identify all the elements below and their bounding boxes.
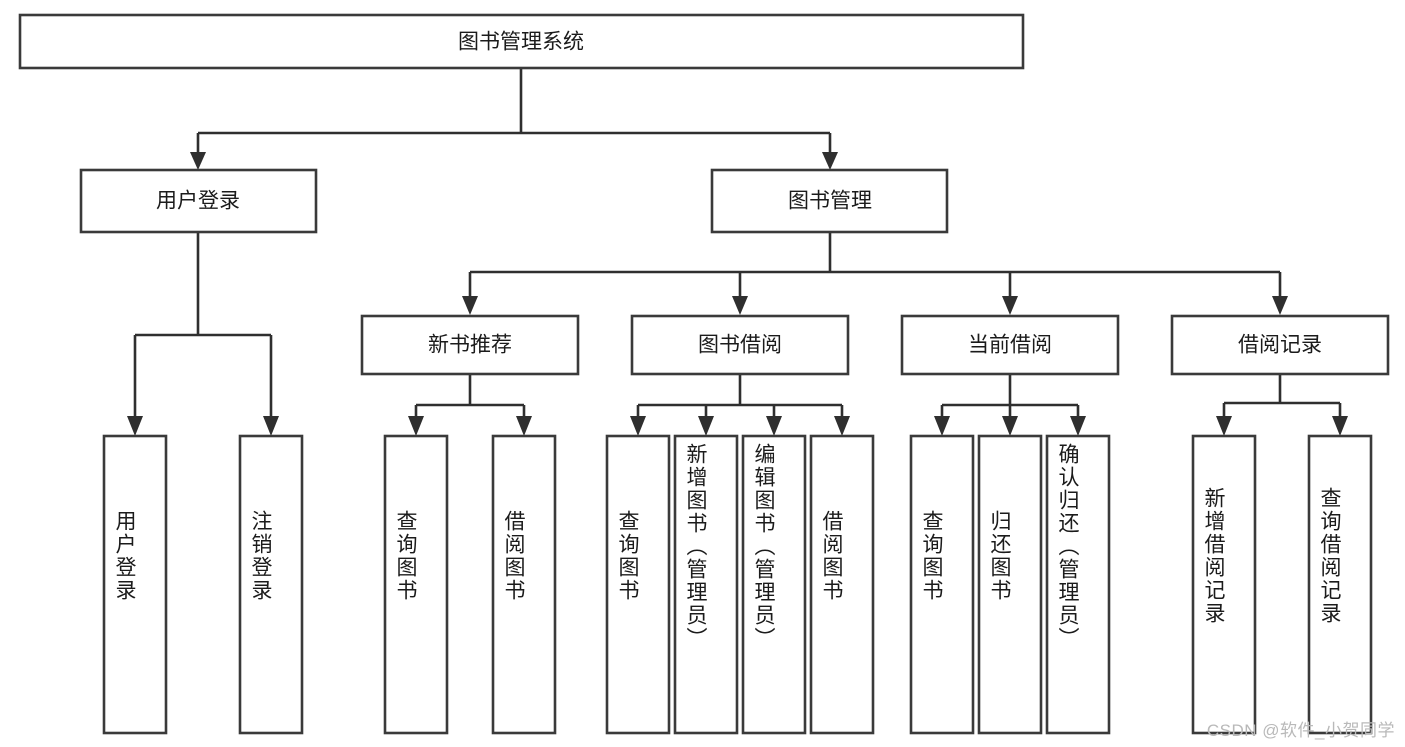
- node-root[interactable]: 图书管理系统: [18, 13, 1025, 70]
- node-leaf-borrow-book-box[interactable]: [809, 434, 875, 735]
- node-leaf-add-borrow-record-box[interactable]: [1191, 434, 1257, 735]
- node-leaf-borrow-book-rec-box[interactable]: [491, 434, 557, 735]
- node-leaf-user-login-box[interactable]: [102, 434, 168, 735]
- node-user-login-label: 用户登录: [156, 190, 240, 213]
- node-leaf-return-book-box[interactable]: [977, 434, 1043, 735]
- arrow-to-leaf-confirm-return: [1070, 416, 1086, 436]
- arrow-to-leaf-user-logout: [263, 416, 279, 436]
- node-new-book-recommend[interactable]: 新书推荐: [360, 314, 580, 376]
- arrow-to-leaf-return-book: [1002, 416, 1018, 436]
- connector-group-user-login: [127, 232, 279, 436]
- connector-group-new-book-recommend: [408, 374, 532, 436]
- node-new-book-recommend-box[interactable]: [360, 314, 580, 376]
- node-user-login[interactable]: 用户登录: [79, 168, 318, 234]
- connector-group-root: [190, 68, 838, 170]
- node-leaf-query-book-current-box[interactable]: [909, 434, 975, 735]
- arrow-to-leaf-user-login: [127, 416, 143, 436]
- node-leaf-query-borrow-record-box[interactable]: [1307, 434, 1373, 735]
- node-borrow-record[interactable]: 借阅记录: [1170, 314, 1390, 376]
- node-leaf-user-logout-box[interactable]: [238, 434, 304, 735]
- node-book-borrow[interactable]: 图书借阅: [630, 314, 850, 376]
- arrow-to-leaf-borrow-book-rec: [516, 416, 532, 436]
- node-current-borrow[interactable]: 当前借阅: [900, 314, 1120, 376]
- arrow-root-to-user-login: [190, 152, 206, 170]
- arrow-root-to-book-manage: [822, 152, 838, 170]
- connector-group-book-manage: [462, 232, 1288, 315]
- arrow-to-new-book-recommend: [462, 296, 478, 315]
- node-book-manage[interactable]: 图书管理: [710, 168, 949, 234]
- node-root-box[interactable]: [18, 13, 1025, 70]
- node-leaf-query-book-rec-box[interactable]: [383, 434, 449, 735]
- node-book-manage-box[interactable]: [710, 168, 949, 234]
- node-user-login-box[interactable]: [79, 168, 318, 234]
- arrow-to-leaf-add-borrow-record: [1216, 416, 1232, 436]
- arrow-to-leaf-borrow-book: [834, 416, 850, 436]
- node-leaf-edit-book-box[interactable]: [741, 434, 807, 735]
- connector-group-borrow-record: [1216, 374, 1348, 436]
- arrow-to-borrow-record: [1272, 296, 1288, 315]
- node-current-borrow-label: 当前借阅: [968, 334, 1052, 357]
- arrow-to-leaf-add-book: [698, 416, 714, 436]
- node-current-borrow-box[interactable]: [900, 314, 1120, 376]
- node-borrow-record-box[interactable]: [1170, 314, 1390, 376]
- connector-group-book-borrow: [630, 374, 850, 436]
- arrow-to-leaf-query-book-rec: [408, 416, 424, 436]
- arrow-to-book-borrow: [732, 296, 748, 315]
- node-leaf-confirm-return-box[interactable]: [1045, 434, 1111, 735]
- node-book-borrow-label: 图书借阅: [698, 334, 782, 357]
- connector-group-current-borrow: [934, 374, 1086, 436]
- arrow-to-leaf-query-book-borrow: [630, 416, 646, 436]
- node-leaf-add-book-box[interactable]: [673, 434, 739, 735]
- csdn-watermark: CSDN @软件_小贺同学: [1206, 721, 1395, 740]
- arrow-to-current-borrow: [1002, 296, 1018, 315]
- node-book-borrow-box[interactable]: [630, 314, 850, 376]
- node-borrow-record-label: 借阅记录: [1238, 334, 1322, 357]
- arrow-to-leaf-query-book-current: [934, 416, 950, 436]
- node-new-book-recommend-label: 新书推荐: [428, 334, 512, 357]
- node-leaf-query-book-borrow-box[interactable]: [605, 434, 671, 735]
- node-book-manage-label: 图书管理: [788, 190, 872, 213]
- node-root-label: 图书管理系统: [458, 31, 584, 54]
- arrow-to-leaf-edit-book: [766, 416, 782, 436]
- arrow-to-leaf-query-borrow-record: [1332, 416, 1348, 436]
